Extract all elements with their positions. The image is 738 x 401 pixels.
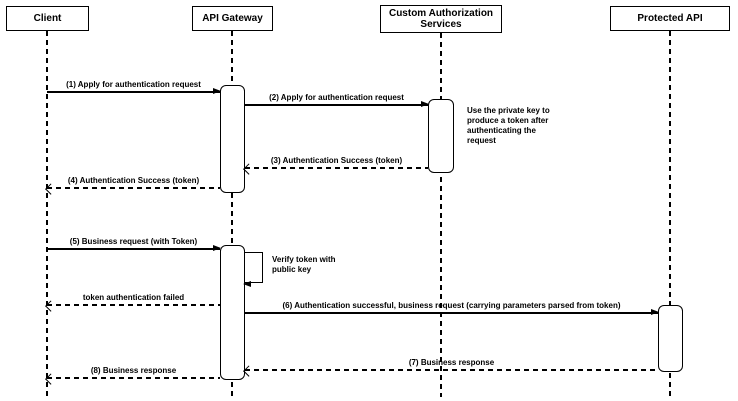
actor-box-client: Client [6, 6, 89, 31]
activation-api-gateway-2 [220, 245, 245, 380]
message-5-label: (5) Business request (with Token) [69, 237, 198, 246]
arrowhead-right-icon [213, 245, 221, 252]
actor-label-protected-api: Protected API [637, 13, 703, 24]
message-6-label: (6) Authentication successful, business … [282, 301, 621, 310]
message-8-label: (8) Business response [90, 366, 177, 375]
activation-api-gateway-1 [220, 85, 245, 193]
message-3-line [245, 167, 428, 169]
message-3-label: (3) Authentication Success (token) [270, 156, 403, 165]
actor-box-protected-api: Protected API [610, 6, 730, 31]
note-use-private-key: Use the private key to produce a token a… [467, 106, 550, 145]
arrowhead-right-icon [421, 101, 429, 108]
message-1-line [47, 91, 220, 93]
message-4-label: (4) Authentication Success (token) [67, 176, 200, 185]
actor-label-client: Client [33, 13, 62, 24]
lifeline-api-gateway [231, 31, 233, 397]
lifeline-custom-authorization-services [440, 33, 442, 397]
message-2-label: (2) Apply for authentication request [269, 93, 404, 102]
arrowhead-right-icon [213, 88, 221, 95]
actor-label-custom-authorization-services: Custom Authorization Services [388, 8, 494, 30]
lifeline-protected-api [669, 31, 671, 397]
arrowhead-left-icon [243, 280, 251, 287]
message-5-line [47, 248, 220, 250]
actor-box-custom-authorization-services: Custom Authorization Services [380, 5, 502, 33]
message-1-label: (1) Apply for authentication request [66, 80, 201, 89]
self-message-verify-token-loop [243, 252, 263, 287]
actor-box-api-gateway: API Gateway [192, 6, 273, 31]
activation-custom-authorization-services [428, 99, 454, 173]
message-token-auth-failed-line [47, 304, 220, 306]
self-message-verify-token-label: Verify token with public key [272, 255, 336, 274]
message-2-line [245, 104, 428, 106]
message-8-line [47, 377, 220, 379]
message-4-line [47, 187, 220, 189]
lifeline-client [46, 31, 48, 397]
message-token-auth-failed-label: token authentication failed [82, 293, 185, 302]
message-7-label: (7) Business response [408, 358, 495, 367]
message-7-line [245, 369, 658, 371]
message-6-line [245, 312, 658, 314]
arrowhead-right-icon [651, 309, 659, 316]
actor-label-api-gateway: API Gateway [202, 13, 263, 24]
activation-protected-api [658, 305, 683, 372]
